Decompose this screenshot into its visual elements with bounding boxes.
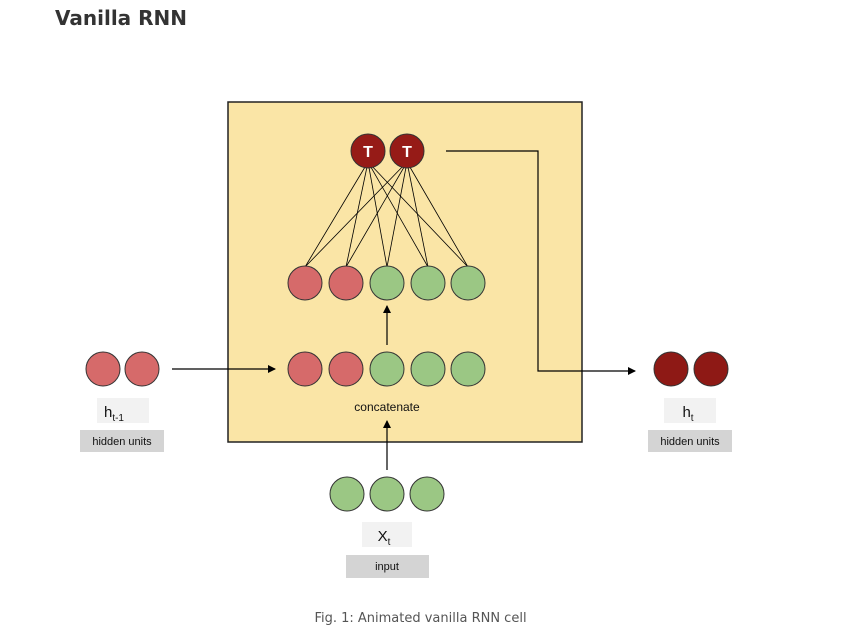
- hidden-unit: [328, 265, 364, 301]
- prev-hidden-label: ht-1: [104, 404, 124, 424]
- concat-layer: [287, 351, 486, 387]
- hidden-unit: [287, 351, 323, 387]
- hidden-unit: [328, 351, 364, 387]
- input-state: Xt input: [329, 476, 445, 578]
- input-unit: [410, 351, 446, 387]
- tanh-units: T T: [350, 133, 425, 169]
- input-unit: [369, 351, 405, 387]
- prev-hidden-state: ht-1 hidden units: [80, 351, 164, 452]
- dense-connections: [304, 161, 469, 268]
- figure-caption: Fig. 1: Animated vanilla RNN cell: [314, 611, 527, 626]
- input-unit: [450, 265, 486, 301]
- output-hidden-label: ht: [682, 404, 693, 424]
- input-label: Xt: [378, 528, 391, 548]
- input-tag: input: [375, 561, 399, 573]
- concatenate-label: concatenate: [354, 400, 420, 414]
- tanh-label: T: [363, 144, 373, 161]
- output-hidden-tag: hidden units: [660, 436, 720, 448]
- upper-unit-layer: [287, 265, 486, 301]
- input-unit: [410, 265, 446, 301]
- hidden-unit: [287, 265, 323, 301]
- tanh-unit: [350, 133, 386, 169]
- output-arrow: [446, 150, 636, 375]
- hidden-unit: [124, 351, 160, 387]
- tanh-label: T: [402, 144, 412, 161]
- output-unit: [653, 351, 689, 387]
- tanh-unit: [389, 133, 425, 169]
- prev-hidden-tag: hidden units: [92, 436, 152, 448]
- input-unit: [409, 476, 445, 512]
- input-unit: [369, 476, 405, 512]
- input-unit: [329, 476, 365, 512]
- output-unit: [693, 351, 729, 387]
- input-unit: [450, 351, 486, 387]
- hidden-unit: [85, 351, 121, 387]
- output-hidden-state: ht hidden units: [648, 351, 732, 452]
- input-unit: [369, 265, 405, 301]
- page-title: Vanilla RNN: [55, 6, 188, 30]
